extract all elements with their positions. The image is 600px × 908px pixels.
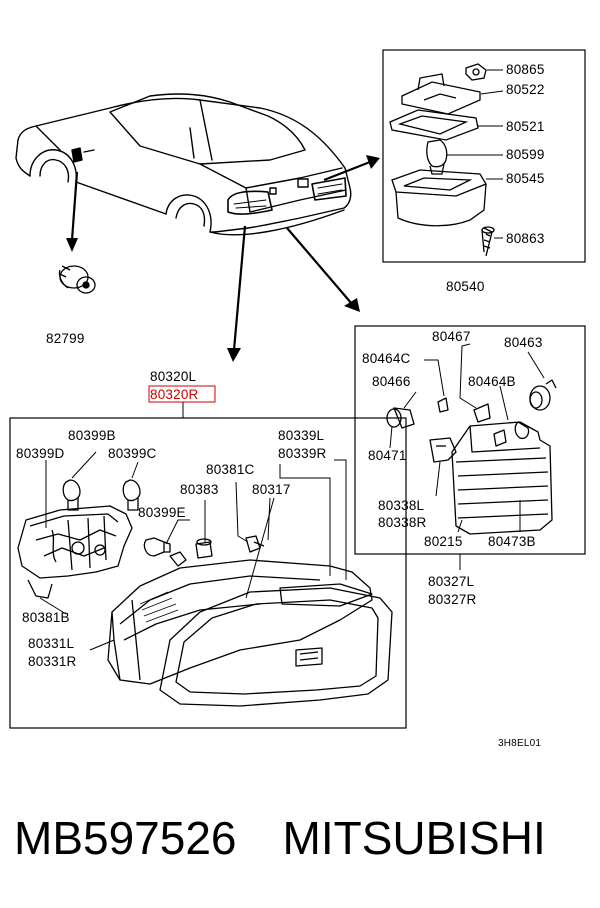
label-80320L: 80320L [150, 369, 197, 384]
label-80471: 80471 [368, 448, 407, 463]
label-80338L: 80338L [378, 498, 425, 513]
highlight-box-80320R [148, 385, 216, 403]
label-80399D: 80399D [16, 446, 65, 461]
label-80466: 80466 [372, 374, 411, 389]
product-title: MB597526 MITSUBISHI [14, 808, 594, 878]
socket-82799 [58, 265, 96, 294]
label-80399B: 80399B [68, 428, 116, 443]
label-80545: 80545 [506, 171, 545, 186]
label-80381B: 80381B [22, 610, 70, 625]
label-80464B: 80464B [468, 374, 516, 389]
label-80327L: 80327L [428, 574, 475, 589]
label-80383: 80383 [180, 482, 219, 497]
diagram-code: 3H8EL01 [498, 738, 541, 749]
part-number: MB597526 [14, 812, 237, 864]
label-82799: 82799 [46, 331, 85, 346]
rear-combination-lamp-box [9, 402, 407, 729]
label-80327R: 80327R [428, 592, 477, 607]
label-80521: 80521 [506, 119, 545, 134]
label-80338R: 80338R [378, 515, 427, 530]
label-80339R: 80339R [278, 446, 327, 461]
label-80467: 80467 [432, 329, 471, 344]
label-80464C: 80464C [362, 351, 411, 366]
label-80215: 80215 [424, 534, 463, 549]
brand-name: MITSUBISHI [282, 812, 546, 864]
label-80381C: 80381C [206, 462, 255, 477]
part-labels: 82799 80865 80522 80521 80599 80545 8086… [16, 62, 545, 749]
label-80317: 80317 [252, 482, 291, 497]
label-80863: 80863 [506, 231, 545, 246]
callout-arrows [66, 155, 380, 362]
label-80339L: 80339L [278, 428, 325, 443]
label-80331R: 80331R [28, 654, 77, 669]
label-80599: 80599 [506, 147, 545, 162]
label-80865: 80865 [506, 62, 545, 77]
parts-diagram: 82799 80865 80522 80521 80599 80545 8086… [9, 49, 586, 749]
label-80320R-highlighted: 80320R [150, 387, 199, 402]
label-80331L: 80331L [28, 636, 75, 651]
label-80540: 80540 [446, 279, 485, 294]
label-80399E: 80399E [138, 505, 186, 520]
label-80473B: 80473B [488, 534, 536, 549]
label-80522: 80522 [506, 82, 545, 97]
label-80399C: 80399C [108, 446, 157, 461]
license-lamp-box [382, 49, 586, 263]
backup-lamp-box [354, 325, 586, 570]
car-illustration [15, 93, 352, 236]
label-80463: 80463 [504, 335, 543, 350]
